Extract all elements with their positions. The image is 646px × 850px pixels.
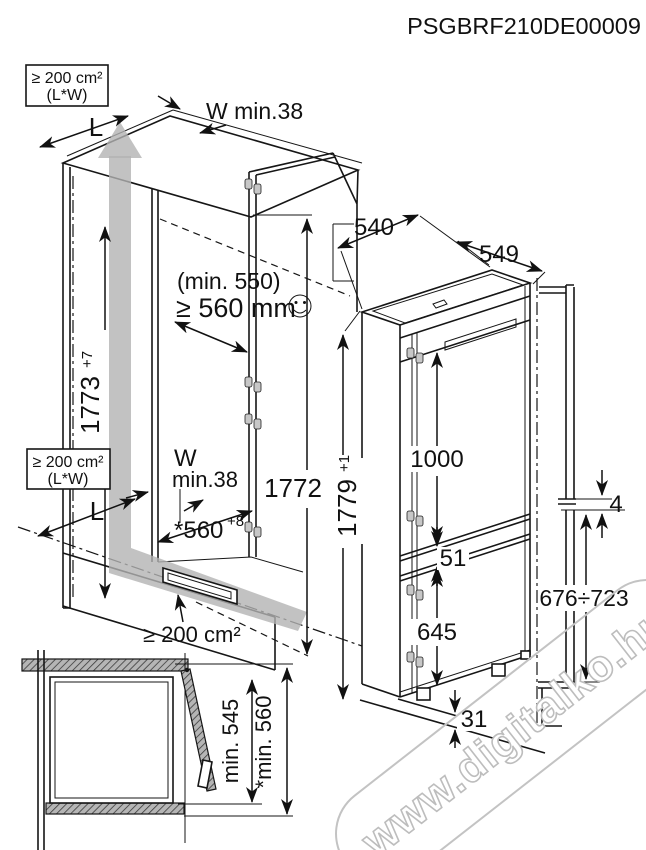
vent-area-side-line2: (L*W): [48, 471, 89, 488]
rear-gap-side-line2: min.38: [172, 467, 238, 492]
plan-appliance-inner: [54, 681, 169, 799]
depth-recommended-label: ≥ 560 mm: [176, 293, 296, 323]
vent-area-side-box: [26, 448, 111, 490]
appliance-drawing: [359, 269, 546, 754]
vent-area-top-line2: (L*W): [47, 87, 88, 104]
hinge-icon: [244, 178, 262, 538]
overall-height-tol: +1: [336, 455, 353, 472]
panel-dimensions: 4 676÷723: [538, 470, 630, 680]
panel-gap-label: 4: [609, 491, 622, 518]
niche-height-outer-label: 1773: [75, 376, 105, 434]
length-top-label: L: [89, 112, 103, 142]
plan-depth-outer-label: *min. 560: [251, 696, 276, 789]
base-vent-area-label: ≥ 200 cm²: [143, 622, 241, 647]
plan-dimensions: min. 545 *min. 560: [218, 667, 293, 815]
top-depth-label: 549: [479, 241, 519, 268]
niche-drawing: [17, 109, 363, 671]
fridge-door-height-label: 1000: [410, 446, 463, 473]
niche-height-inner-label: 1772: [264, 473, 322, 503]
vent-area-top-line1: ≥ 200 cm²: [31, 70, 103, 87]
plan-bottom-wall: [45, 802, 185, 815]
rear-gap-top-label: W min.38: [206, 98, 303, 124]
door-gap-label: 51: [440, 545, 467, 572]
overall-height-label: 1779: [332, 479, 362, 537]
smiley-icon: [288, 294, 312, 318]
depth-note-label: (min. 550): [177, 268, 281, 294]
vent-area-top-box: [25, 64, 109, 107]
plan-drawing: [21, 650, 293, 850]
rear-gap-side-line1: W: [174, 445, 197, 472]
base-depth-label: *560: [174, 517, 223, 544]
length-bottom-label: L: [90, 496, 104, 526]
watermark-capsule: [335, 578, 646, 850]
plan-appliance-body: [49, 676, 174, 804]
niche-height-outer-tol: +7: [79, 351, 96, 368]
base-depth-tol: +8: [227, 513, 244, 530]
plan-hinge-point: [184, 667, 190, 673]
vent-area-side-line1: ≥ 200 cm²: [32, 454, 104, 471]
plan-depth-inner-label: min. 545: [218, 699, 243, 783]
top-width-label: 540: [354, 214, 394, 241]
freezer-door-height-label: 645: [417, 619, 457, 646]
plan-top-wall: [21, 658, 189, 672]
niche-dimensions: ≥ 200 cm² (L*W) L W min.38 (min. 550) ≥ …: [25, 64, 324, 655]
model-number: PSGBRF210DE00009: [407, 13, 641, 39]
panel-drawing: [536, 278, 625, 727]
decor-panel-height-label: 676÷723: [539, 585, 628, 611]
appliance-dimensions: 540 549 1779 +1 1000 51 645 31: [332, 214, 546, 748]
hinge-icon: [406, 347, 424, 668]
plan-door-handle: [197, 759, 213, 789]
